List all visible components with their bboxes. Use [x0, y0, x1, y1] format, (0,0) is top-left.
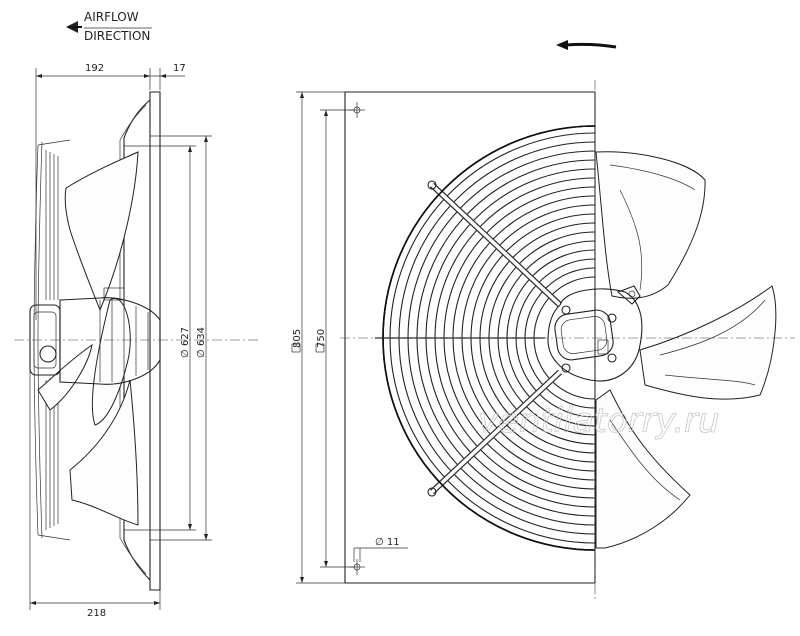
side-view: 192 17 218 ∅ 627 ∅ 634	[14, 63, 260, 619]
front-view: 805 750 ∅ 11	[291, 80, 795, 600]
watermark: ventilatorry.ru	[478, 401, 720, 441]
direction-label: DIRECTION	[84, 29, 150, 43]
airflow-label: AIRFLOW	[84, 10, 139, 24]
dim-width-192: 192	[85, 63, 104, 74]
airflow-direction-legend: AIRFLOW DIRECTION	[66, 10, 152, 43]
rotation-arrow-icon	[556, 40, 617, 50]
dim-plate-805: 805	[292, 329, 303, 348]
impeller	[595, 151, 777, 549]
dim-diameter-634: ∅ 634	[196, 327, 207, 358]
dim-flange-17: 17	[173, 63, 186, 74]
dim-hole-11: ∅ 11	[375, 537, 400, 548]
dim-width-218: 218	[87, 608, 106, 619]
dim-holes-750: 750	[316, 329, 327, 348]
dim-diameter-627: ∅ 627	[180, 327, 191, 358]
mounting-holes: ∅ 11	[349, 102, 408, 575]
